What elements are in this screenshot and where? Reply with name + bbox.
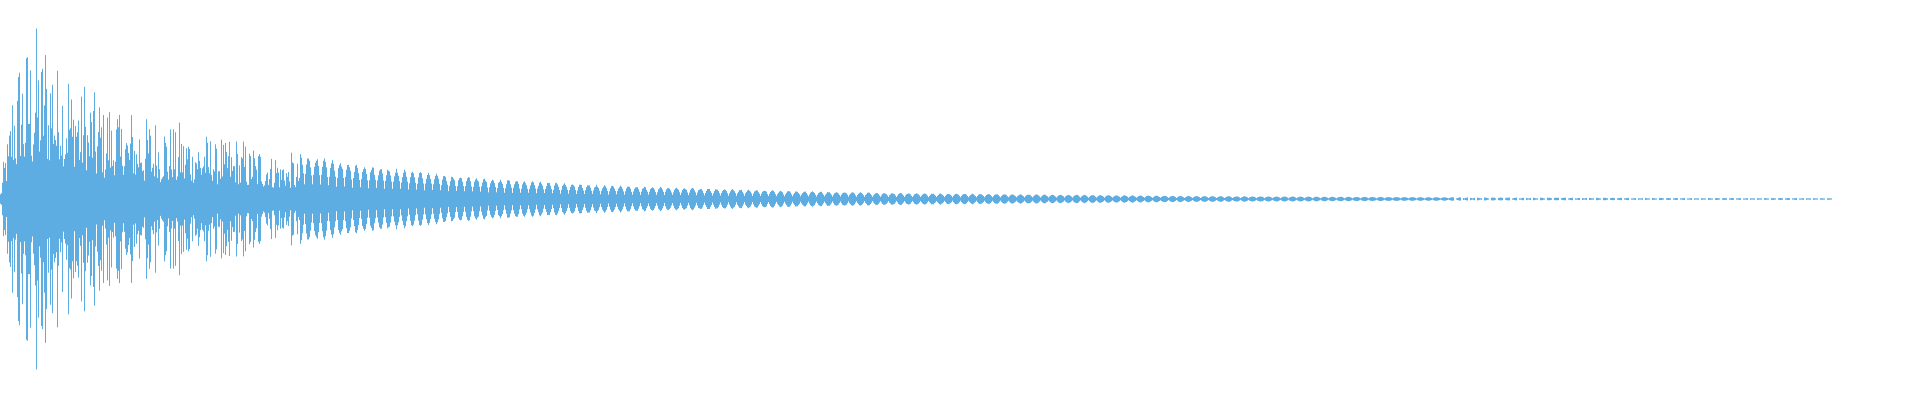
- waveform-peaks: [0, 28, 1832, 370]
- waveform-path: [0, 28, 1832, 370]
